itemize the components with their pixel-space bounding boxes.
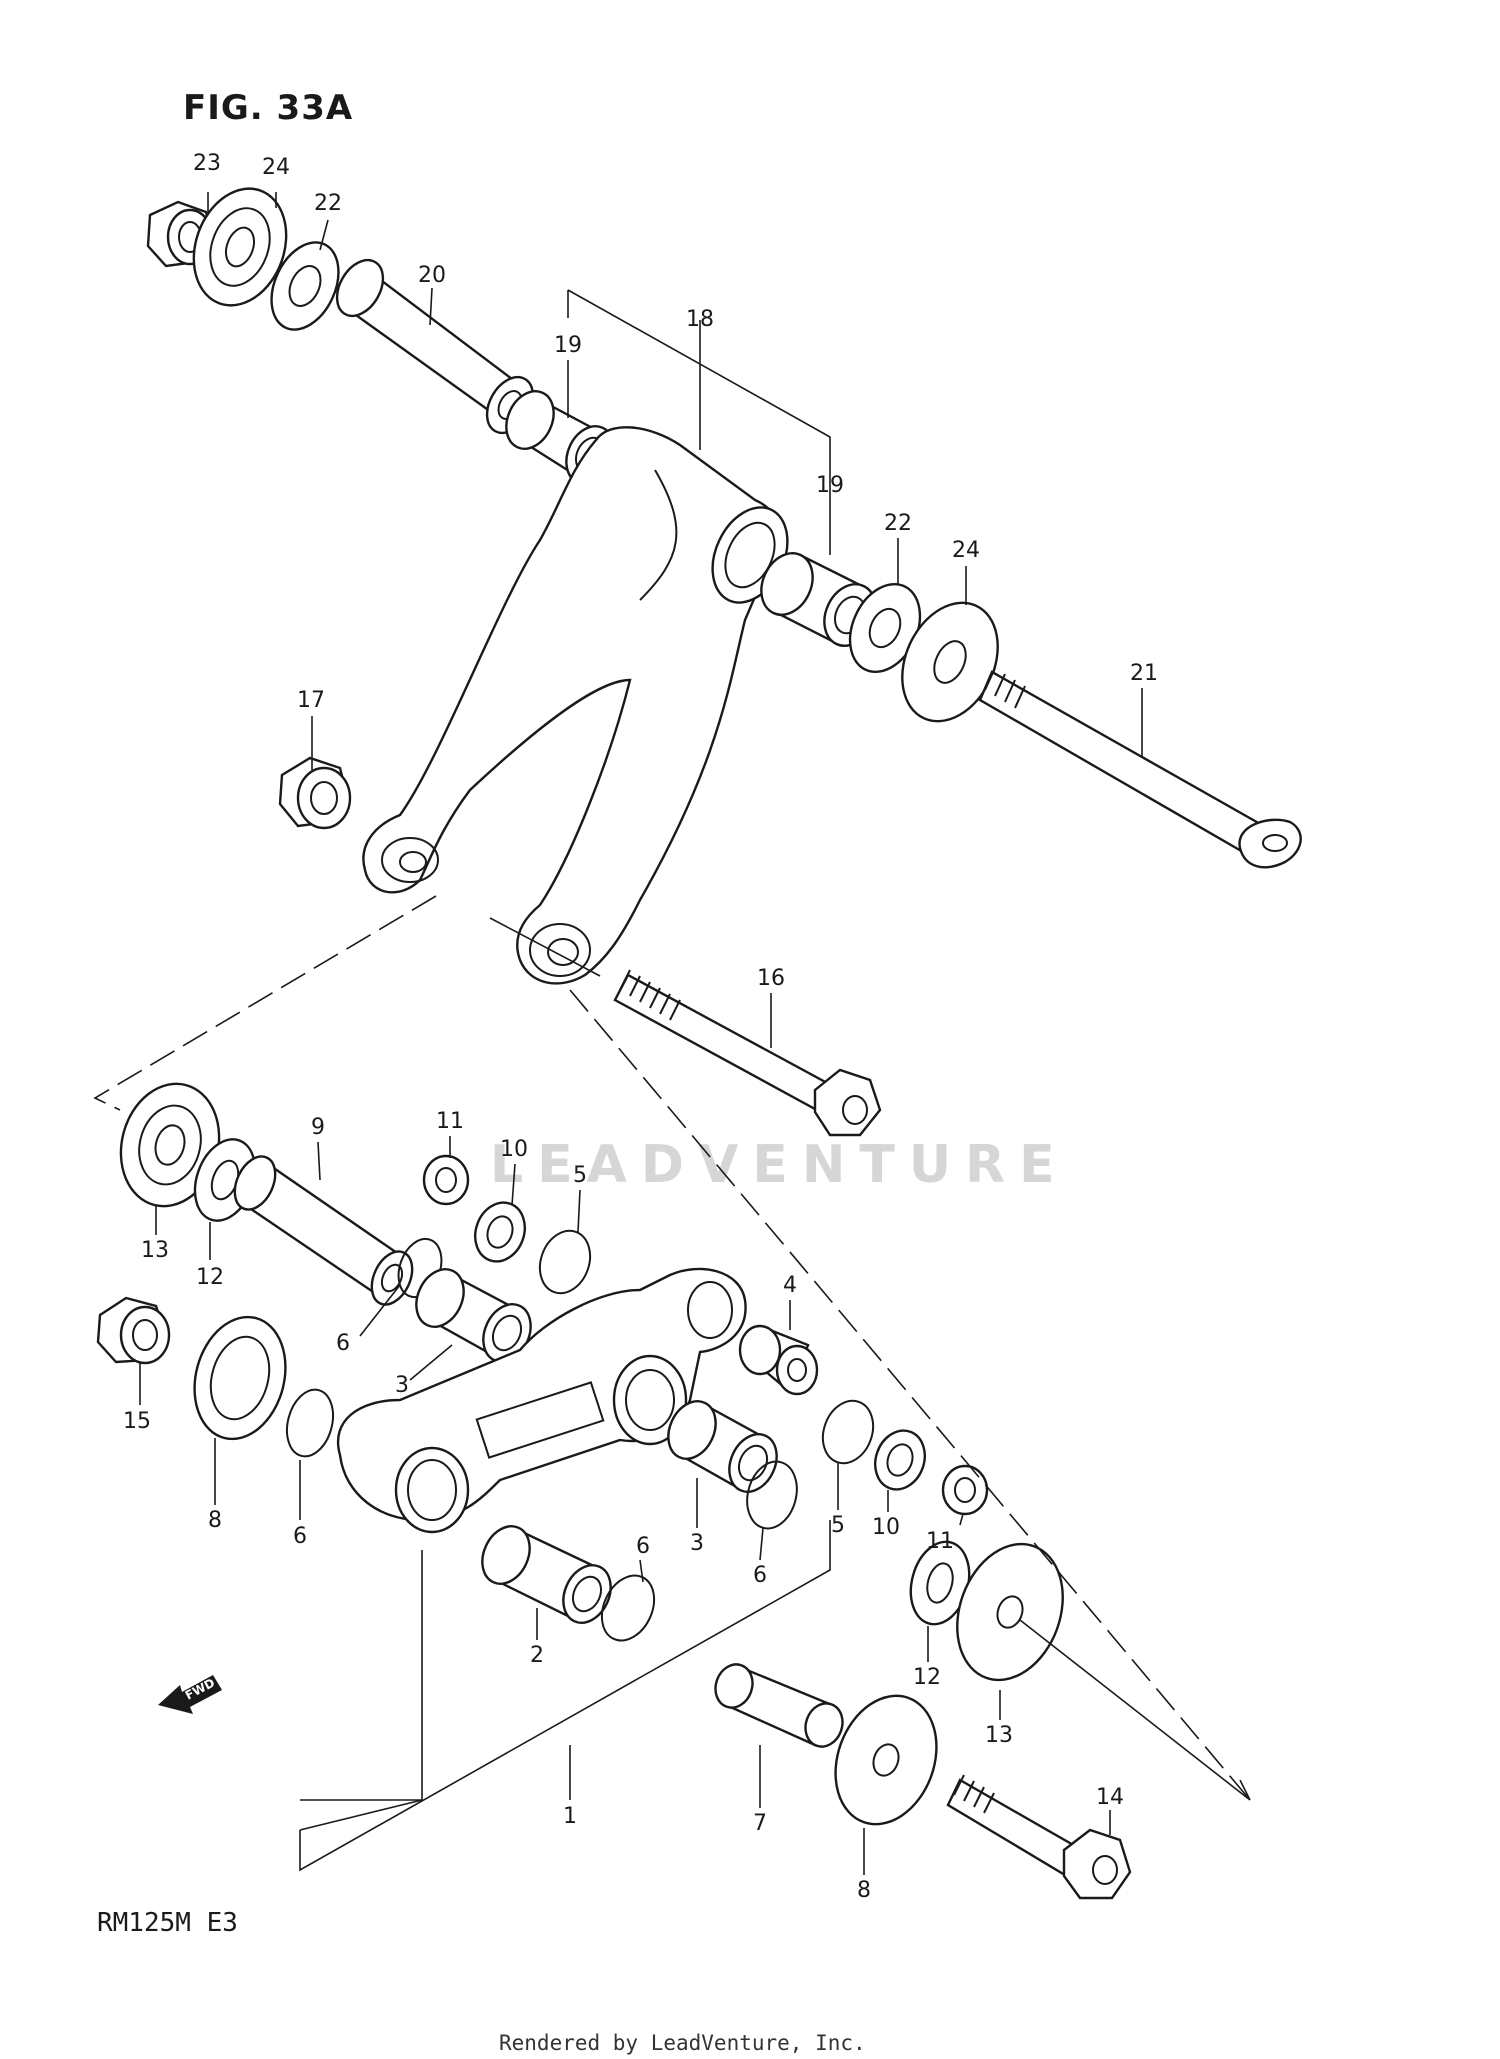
- callout-5: 5: [573, 1163, 587, 1188]
- part-6-seal-c[interactable]: [740, 1456, 804, 1534]
- callout-17: 17: [297, 688, 325, 713]
- figure-title: FIG. 33A: [183, 88, 354, 128]
- callout-19: 19: [554, 333, 582, 358]
- part-19-bearing-right[interactable]: [752, 545, 886, 654]
- part-3-bearing-a[interactable]: [407, 1262, 539, 1370]
- part-24-washer[interactable]: [178, 176, 302, 319]
- callout-5: 5: [831, 1513, 845, 1538]
- callout-6: 6: [753, 1563, 767, 1588]
- part-5-oring-b[interactable]: [815, 1394, 882, 1471]
- part-7-collar[interactable]: [710, 1659, 849, 1752]
- callout-12: 12: [196, 1265, 224, 1290]
- part-11-nut-a[interactable]: [422, 1154, 470, 1206]
- part-21-bolt[interactable]: [978, 667, 1302, 869]
- callout-4: 4: [783, 1273, 797, 1298]
- callout-9: 9: [311, 1115, 325, 1140]
- callout-23: 23: [193, 151, 221, 176]
- model-label: RM125M E3: [97, 1908, 238, 1938]
- callout-10: 10: [872, 1515, 900, 1540]
- part-16-bolt[interactable]: [613, 969, 882, 1137]
- callout-12: 12: [913, 1665, 941, 1690]
- forward-direction-arrow: FWD: [158, 1675, 222, 1714]
- callout-6: 6: [293, 1524, 307, 1549]
- callout-15: 15: [123, 1409, 151, 1434]
- callout-6: 6: [636, 1534, 650, 1559]
- callout-8: 8: [857, 1878, 871, 1903]
- part-11-nut-b[interactable]: [941, 1464, 989, 1516]
- part-22-washer[interactable]: [258, 232, 351, 341]
- part-13-washer-right[interactable]: [939, 1529, 1081, 1695]
- part-18-cushion-lever[interactable]: [362, 426, 802, 985]
- part-1-cushion-rod[interactable]: [337, 1267, 747, 1534]
- part-10-washer-b[interactable]: [867, 1424, 933, 1497]
- callout-3: 3: [690, 1531, 704, 1556]
- part-17-nut[interactable]: [278, 756, 352, 830]
- part-4-collar[interactable]: [738, 1324, 819, 1396]
- callout-13: 13: [141, 1238, 169, 1263]
- part-10-washer-a[interactable]: [467, 1196, 533, 1269]
- leadventure-watermark: LEADVENTURE: [490, 1135, 1069, 1195]
- callout-22: 22: [314, 191, 342, 216]
- callout-24: 24: [952, 538, 980, 563]
- callout-13: 13: [985, 1723, 1013, 1748]
- callout-6: 6: [336, 1331, 350, 1356]
- part-15-nut[interactable]: [96, 1296, 171, 1365]
- callout-11: 11: [436, 1109, 464, 1134]
- callout-19: 19: [816, 473, 844, 498]
- callout-20: 20: [418, 263, 446, 288]
- rendered-by-footer: Rendered by LeadVenture, Inc.: [499, 2031, 866, 2055]
- part-6-seal-b[interactable]: [280, 1384, 340, 1461]
- callout-1: 1: [563, 1804, 577, 1829]
- callout-7: 7: [753, 1811, 767, 1836]
- part-3-bearing-b[interactable]: [659, 1394, 785, 1500]
- part-8-washer-left[interactable]: [181, 1307, 298, 1450]
- callout-24: 24: [262, 155, 290, 180]
- callout-8: 8: [208, 1508, 222, 1533]
- part-9-spacer[interactable]: [227, 1150, 420, 1311]
- callout-11: 11: [926, 1529, 954, 1554]
- part-5-oring-a[interactable]: [532, 1224, 599, 1301]
- callout-2: 2: [530, 1643, 544, 1668]
- callout-16: 16: [757, 966, 785, 991]
- callout-22: 22: [884, 511, 912, 536]
- part-22-washer-right[interactable]: [837, 573, 934, 683]
- part-14-bolt[interactable]: [946, 1774, 1132, 1900]
- part-8-washer-right[interactable]: [818, 1682, 953, 1839]
- callout-10: 10: [500, 1137, 528, 1162]
- part-2-bearing[interactable]: [473, 1519, 619, 1631]
- callout-3: 3: [395, 1373, 409, 1398]
- callout-14: 14: [1096, 1785, 1124, 1810]
- callout-21: 21: [1130, 661, 1158, 686]
- callout-18: 18: [686, 307, 714, 332]
